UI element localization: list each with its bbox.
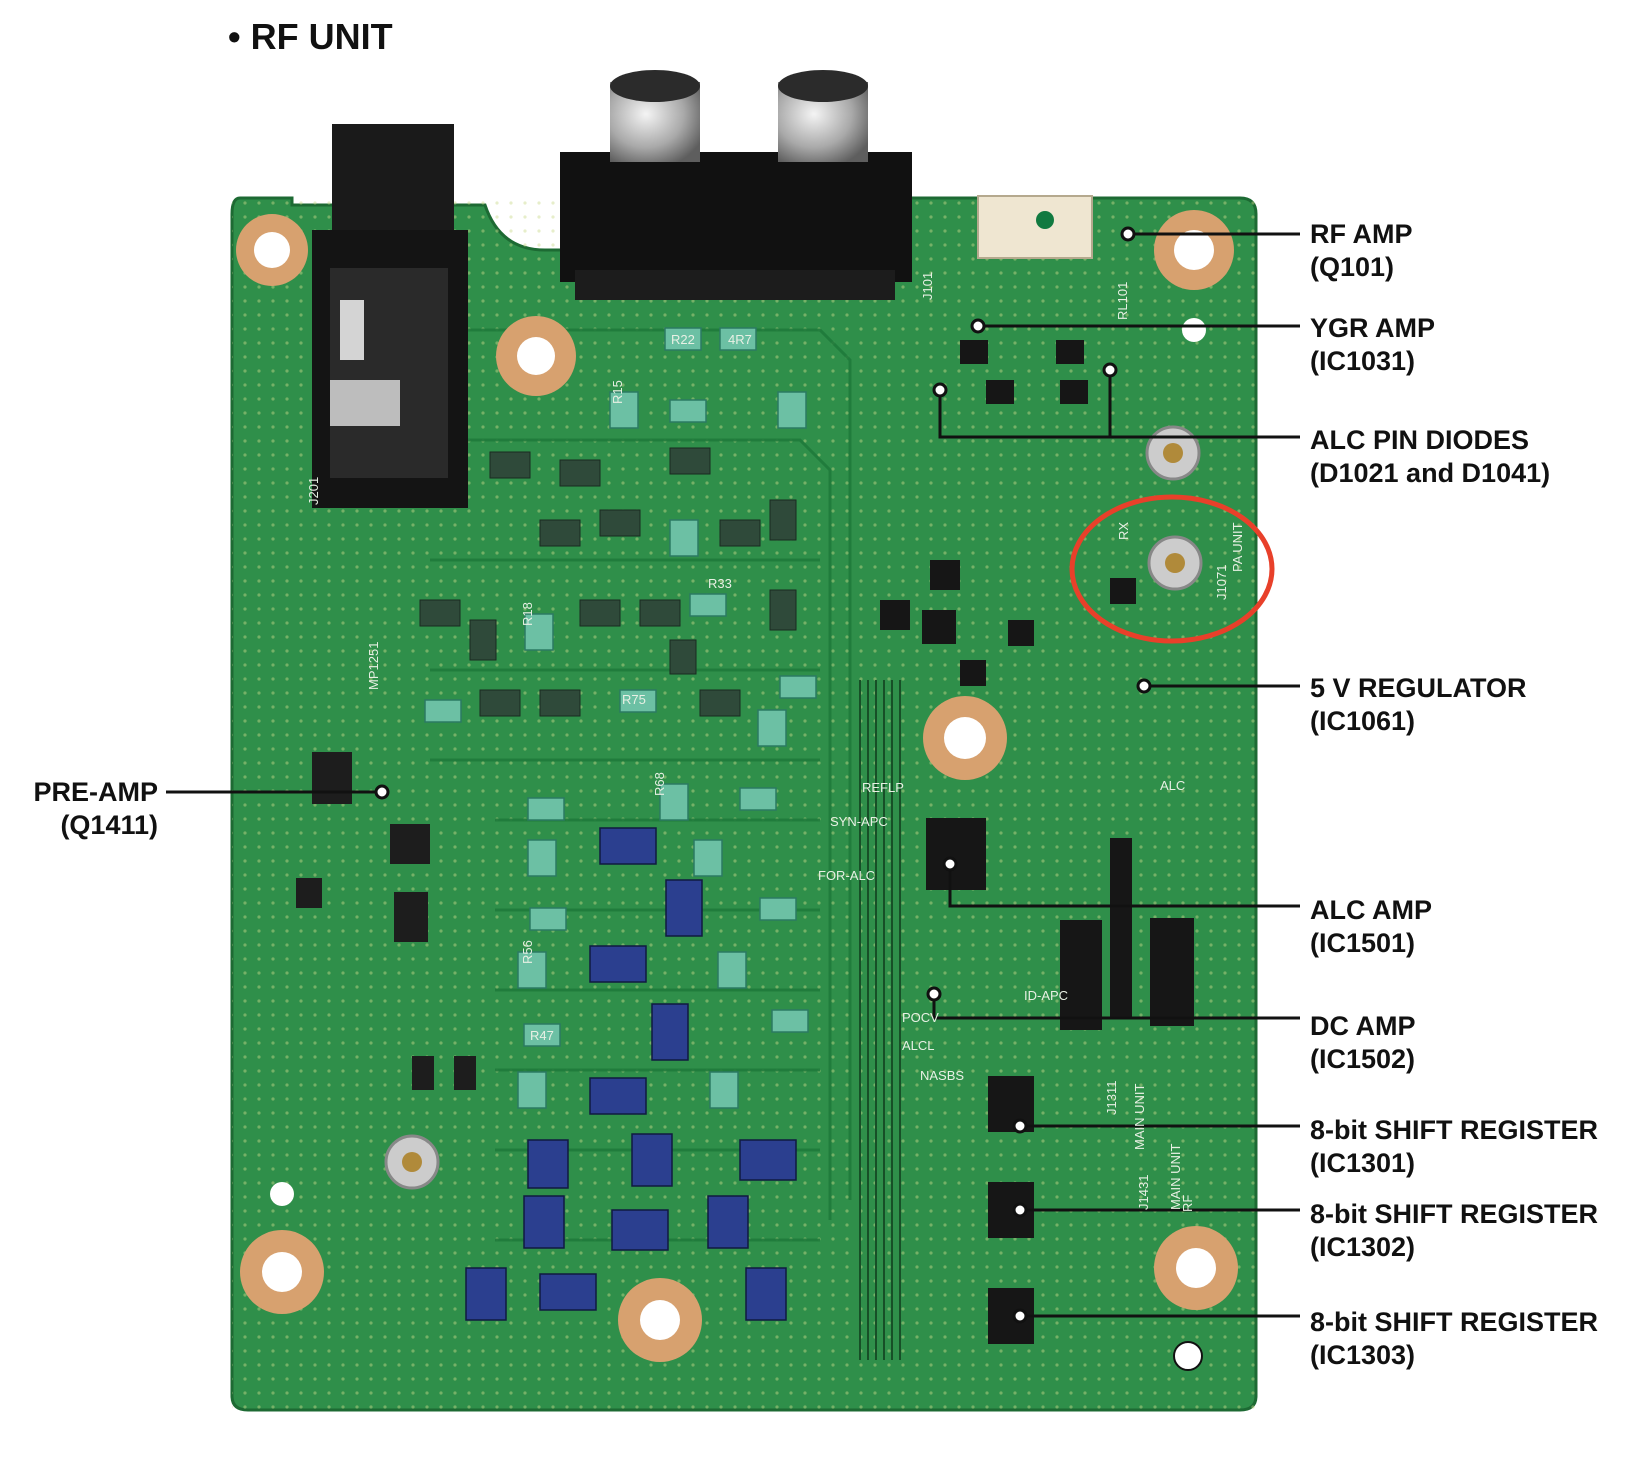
silkscreen-label: R47 [530,1028,554,1043]
callout-part: (IC1301) [1310,1148,1416,1178]
mounting-holes [236,210,1238,1371]
callout-part: (IC1061) [1310,706,1416,736]
silkscreen-label: R22 [671,332,695,347]
relay-rl101 [977,195,1093,259]
callout-part: (Q1411) [60,810,158,840]
callout-part: (IC1501) [1310,928,1416,958]
callout-part: (IC1031) [1310,346,1416,376]
leader-alc-amp [948,864,1300,908]
silkscreen-label: RL101 [1115,282,1130,320]
silkscreen-label: 4R7 [728,332,752,347]
silkscreen-label: J1311 [1104,1081,1119,1115]
callout-name: YGR AMP [1310,313,1436,343]
callout-shift-register-1302: 8-bit SHIFT REGISTER (IC1302) [1310,1198,1598,1264]
callout-part: (IC1302) [1310,1232,1416,1262]
silkscreen-label: RX [1116,522,1131,540]
callout-ygr-amp: YGR AMP (IC1031) [1310,312,1435,378]
silkscreen-label: R15 [610,380,625,404]
highlight-circle [1069,494,1275,644]
silkscreen-label: ID-APC [1024,988,1068,1003]
silkscreen-label: REFLP [862,780,904,795]
silkscreen-label: R18 [520,602,535,626]
silkscreen-label: MP1251 [366,642,381,690]
callout-part: (IC1303) [1310,1340,1416,1370]
callout-name: 5 V REGULATOR [1310,673,1527,703]
callout-pre-amp: PRE-AMP (Q1411) [8,776,158,842]
silkscreen-label: MAIN UNIT [1168,1144,1183,1211]
silkscreen-label: FOR-ALC [818,868,875,883]
silkscreen-label: R75 [622,692,646,707]
silkscreen-label: NASBS [920,1068,964,1083]
filter-components [296,327,817,1321]
silkscreen-label: J201 [306,477,321,505]
callout-shift-register-1301: 8-bit SHIFT REGISTER (IC1301) [1310,1114,1598,1180]
callout-name: ALC PIN DIODES [1310,425,1530,455]
silkscreen-label: MAIN UNIT [1132,1084,1147,1151]
callout-name: 8-bit SHIFT REGISTER [1310,1199,1599,1229]
silkscreen-label: J1431 [1136,1175,1151,1210]
phone-jack-j201 [312,124,468,508]
silkscreen-label: R68 [652,772,667,796]
callout-name: DC AMP [1310,1011,1416,1041]
callout-alc-pin-diodes: ALC PIN DIODES (D1021 and D1041) [1310,424,1550,490]
callout-dc-amp: DC AMP (IC1502) [1310,1010,1416,1076]
silkscreen-label: J1071 [1214,565,1229,600]
leader-alc-pin-diodes [938,370,1300,439]
callout-name: 8-bit SHIFT REGISTER [1310,1115,1599,1145]
callout-part: (IC1502) [1310,1044,1416,1074]
silkscreen-label: J101 [920,272,935,300]
coax-connectors [384,425,1203,1190]
callout-name: 8-bit SHIFT REGISTER [1310,1307,1599,1337]
rca-jacks-j101 [560,70,912,300]
silkscreen-label: RF [1180,1195,1195,1212]
callout-name: RF AMP [1310,219,1413,249]
callout-5v-regulator: 5 V REGULATOR (IC1061) [1310,672,1527,738]
silkscreen-label: ALC [1160,778,1185,793]
callout-part: (D1021 and D1041) [1310,458,1551,488]
callout-rf-amp: RF AMP (Q101) [1310,218,1413,284]
callout-shift-register-1303: 8-bit SHIFT REGISTER (IC1303) [1310,1306,1598,1372]
silkscreen-label: R33 [708,576,732,591]
callout-alc-amp: ALC AMP (IC1501) [1310,894,1432,960]
silkscreen-label: ALCL [902,1038,935,1053]
silkscreen-label: POCV [902,1010,939,1025]
callout-part: (Q101) [1310,252,1395,282]
leader-dc-amp [932,994,1300,1020]
figure-title: • RF UNIT [228,16,393,57]
callout-name: ALC AMP [1310,895,1432,925]
silkscreen-label: R56 [520,940,535,964]
callout-name: PRE-AMP [33,777,158,807]
silkscreen-label: SYN-APC [830,814,888,829]
silkscreen-label: PA UNIT [1230,522,1245,572]
